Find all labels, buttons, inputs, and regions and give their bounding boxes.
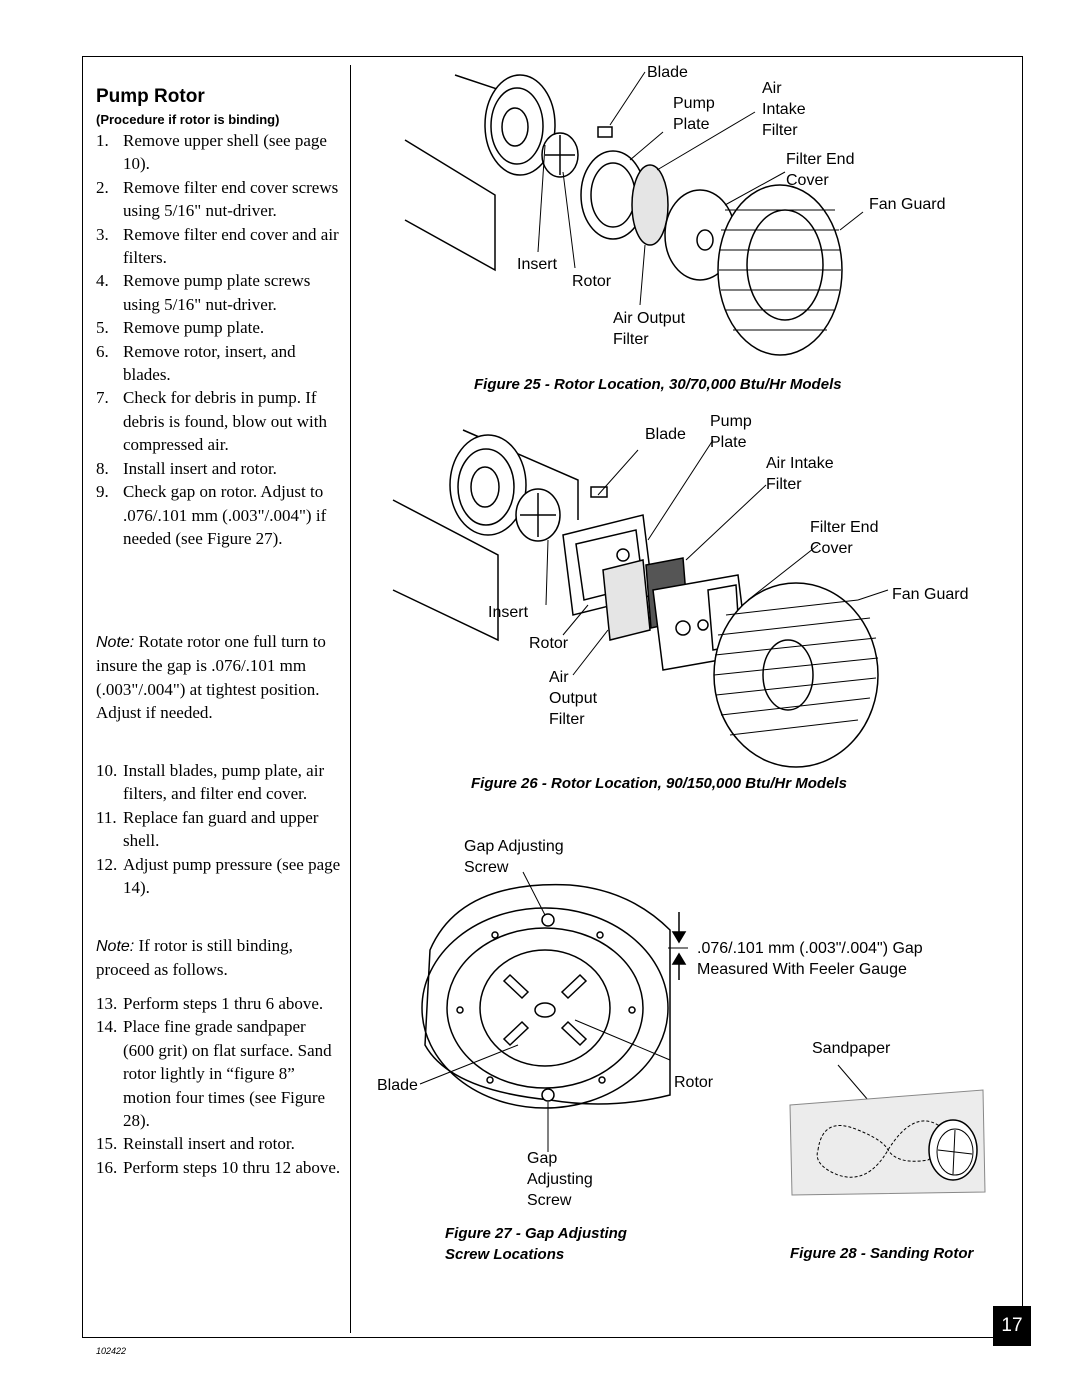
steps-list-a: 1.Remove upper shell (see page 10). 2.Re…	[96, 129, 341, 550]
fig27-label-rotor: Rotor	[674, 1074, 714, 1091]
step-item: 15.Reinstall insert and rotor.	[96, 1134, 295, 1154]
step-item: 1.Remove upper shell (see page 10).	[96, 131, 327, 174]
fig25-label-air-intake-filter: Air Intake Filter	[762, 80, 806, 139]
step-item: 8.Install insert and rotor.	[96, 458, 277, 478]
step-item: 2.Remove filter end cover screws using 5…	[96, 177, 339, 221]
fig27-label-gap-screw-bottom: Gap Adjusting Screw	[527, 1150, 593, 1209]
step-item: 4.Remove pump plate screws using 5/16" n…	[96, 271, 311, 314]
figure-27-caption: Figure 27 - Gap Adjusting Screw Location…	[445, 1225, 627, 1263]
figure-28-caption: Figure 28 - Sanding Rotor	[790, 1245, 974, 1262]
step-item: 9.Check gap on rotor. Adjust to .076/.10…	[96, 482, 327, 548]
fig26-label-blade: Blade	[645, 426, 686, 443]
page-frame	[82, 56, 1023, 1338]
step-item: 12.Adjust pump pressure (see page 14).	[96, 854, 341, 898]
figure-28-illustration	[789, 1064, 986, 1196]
step-item: 13.Perform steps 1 thru 6 above.	[96, 994, 324, 1013]
step-item: 10.Install blades, pump plate, air filte…	[96, 761, 325, 804]
fig26-label-air-output-filter: Air Output Filter	[549, 669, 598, 728]
step-item: 3.Remove filter end cover and air filter…	[96, 224, 339, 268]
column-divider	[350, 65, 351, 1333]
page-number: 17	[993, 1306, 1031, 1346]
fig25-label-blade: Blade	[647, 64, 688, 81]
fig25-label-insert: Insert	[517, 256, 558, 273]
figure-25-caption: Figure 25 - Rotor Location, 30/70,000 Bt…	[474, 376, 842, 393]
section-title: Pump Rotor	[96, 86, 205, 107]
step-item: 11.Replace fan guard and upper shell.	[96, 807, 319, 851]
fig26-label-filter-end-cover: Filter End Cover	[810, 519, 879, 557]
steps-list-c: 13.Perform steps 1 thru 6 above. 14.Plac…	[96, 992, 341, 1179]
note-still-binding: Note: If rotor is still binding, proceed…	[96, 936, 293, 980]
section-subtitle: (Procedure if rotor is binding)	[96, 112, 280, 127]
figure-27-illustration	[419, 871, 688, 1152]
fig26-label-fan-guard: Fan Guard	[892, 586, 969, 603]
fig26-label-rotor: Rotor	[529, 635, 569, 652]
step-item: 5.Remove pump plate.	[96, 318, 265, 338]
step-item: 16.Perform steps 10 thru 12 above.	[96, 1157, 341, 1177]
fig27-label-gap-screw-top: Gap Adjusting Screw	[464, 838, 564, 876]
fig26-label-pump-plate: Pump Plate	[710, 413, 752, 451]
step-item: 14.Place fine grade sandpaper (600 grit)…	[96, 1017, 332, 1131]
note-rotate-rotor: Note: Rotate rotor one full turn to insu…	[96, 632, 326, 723]
fig26-label-air-intake-filter: Air Intake Filter	[766, 455, 834, 493]
fig26-label-insert: Insert	[488, 604, 529, 621]
figure-25-illustration	[404, 71, 864, 356]
fig25-label-pump-plate: Pump Plate	[673, 95, 715, 133]
fig25-label-fan-guard: Fan Guard	[869, 196, 946, 213]
fig25-label-rotor: Rotor	[572, 273, 612, 290]
step-item: 7.Check for debris in pump. If debris is…	[96, 388, 327, 455]
fig28-label-sandpaper: Sandpaper	[812, 1040, 891, 1057]
fig25-label-filter-end-cover: Filter End Cover	[786, 151, 855, 189]
fig27-label-blade: Blade	[377, 1077, 418, 1094]
steps-list-b: 10.Install blades, pump plate, air filte…	[96, 759, 341, 899]
fig25-label-air-output-filter: Air Output Filter	[613, 310, 686, 348]
step-item: 6.Remove rotor, insert, and blades.	[96, 341, 296, 385]
fig27-label-gap-spec: .076/.101 mm (.003"/.004") Gap Measured …	[697, 940, 923, 978]
figure-26-illustration	[392, 429, 889, 768]
document-code: 102422	[96, 1346, 127, 1356]
figure-26-caption: Figure 26 - Rotor Location, 90/150,000 B…	[471, 775, 847, 792]
